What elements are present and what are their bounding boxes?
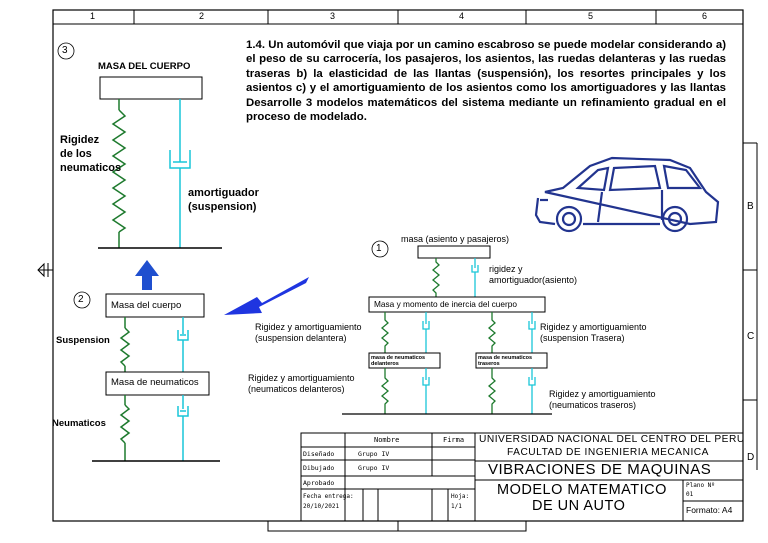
- model-3-mass-label: MASA DEL CUERPO: [98, 61, 191, 72]
- drawing-title-line-2: DE UN AUTO: [532, 498, 626, 514]
- course-name: VIBRACIONES DE MAQUINAS: [488, 461, 712, 478]
- title-block-name-header: Nombre: [374, 436, 400, 444]
- model-1-front-suspension: Rigidez y amortiguamiento (suspension de…: [255, 322, 362, 343]
- column-label-4: 4: [459, 11, 465, 21]
- problem-statement: 1.4. Un automóvil que viaja por un camin…: [246, 38, 726, 124]
- row-label-b: B: [747, 201, 754, 212]
- model-1-seat-stiffness: rigidez y amortiguador(asiento): [489, 264, 578, 285]
- row-label-c: C: [747, 331, 755, 342]
- model-1-front-wheel-mass: masa de neumaticos delanteros: [371, 355, 426, 367]
- model-3-damper-label: amortiguador (suspension): [188, 187, 259, 213]
- column-label-5: 5: [588, 11, 594, 21]
- problem-text: Un automóvil que viaja por un camino esc…: [246, 39, 726, 124]
- faculty-name: FACULTAD DE INGENIERIA MECANICA: [507, 447, 709, 458]
- drawn-label: Dibujado: [303, 464, 335, 472]
- column-label-6: 6: [702, 11, 708, 21]
- designed-value: Grupo IV: [358, 450, 390, 458]
- model-2-number: 2: [78, 294, 84, 305]
- plan-number-value: 01: [686, 491, 694, 498]
- approved-label: Aprobado: [303, 479, 335, 487]
- model-1-rear-suspension: Rigidez y amortiguamiento (suspension Tr…: [540, 322, 647, 343]
- column-label-2: 2: [199, 11, 205, 21]
- plan-number-label: Plano Nº: [686, 482, 715, 489]
- delivery-date-value: 20/10/2021: [303, 503, 340, 510]
- designed-label: Diseñado: [303, 450, 335, 458]
- model-1-rear-wheel-mass: masa de neumaticos traseros: [478, 355, 533, 367]
- university-name: UNIVERSIDAD NACIONAL DEL CENTRO DEL PERU: [479, 434, 745, 445]
- format-label: Formato: A4: [686, 505, 733, 515]
- model-3-number: 3: [62, 45, 68, 56]
- drawing-title-line-1: MODELO MATEMATICO: [497, 482, 667, 498]
- problem-number: 1.4.: [246, 39, 265, 51]
- model-1-rear-tires: Rigidez y amortiguamiento (neumaticos tr…: [549, 389, 656, 410]
- title-block-sign-header: Firma: [443, 436, 465, 444]
- model-1-number: 1: [376, 243, 382, 254]
- delivery-date-label: Fecha entrega:: [303, 493, 354, 500]
- model-2-suspension-label: Suspension: [56, 335, 110, 346]
- sheet-label: Hoja:: [451, 493, 470, 500]
- model-2-wheel-mass: Masa de neumaticos: [111, 377, 199, 388]
- model-2-tires-label: Neumaticos: [52, 418, 106, 429]
- car-illustration: [534, 156, 720, 233]
- model-1-seat-mass: masa (asiento y pasajeros): [401, 234, 510, 244]
- model-1-front-tires: Rigidez y amortiguamiento (neumaticos de…: [248, 373, 355, 394]
- model-2-body-mass: Masa del cuerpo: [111, 300, 182, 311]
- row-label-d: D: [747, 452, 755, 463]
- model-1-body-mass: Masa y momento de inercia del cuerpo: [374, 299, 517, 309]
- column-label-3: 3: [330, 11, 336, 21]
- drawn-value: Grupo IV: [358, 464, 390, 472]
- column-label-1: 1: [90, 11, 96, 21]
- model-3-spring-label: Rigidez de los neumaticos: [60, 134, 122, 174]
- sheet-value: 1/1: [451, 503, 462, 510]
